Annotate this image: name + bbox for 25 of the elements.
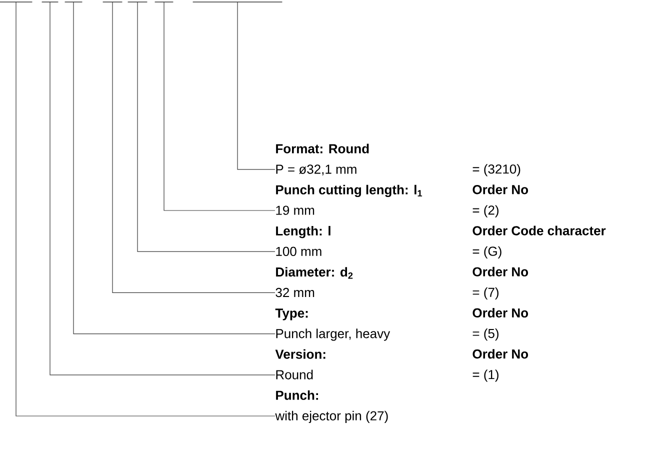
order-code: = (7) bbox=[472, 287, 498, 300]
order-code-heading: Order No bbox=[472, 349, 528, 359]
order-code-heading: Order Code character bbox=[472, 226, 606, 236]
parameter-entry: Format: Round P = ø32,1 mm bbox=[276, 144, 369, 176]
order-code-heading: Order No bbox=[472, 266, 528, 276]
parameter-entry: Diameter: d$_{2}$ 32 mm bbox=[276, 267, 353, 298]
parameter-entry: Version: Round bbox=[275, 349, 326, 380]
order-code: = (3210) bbox=[472, 164, 520, 176]
order-code: = (2) bbox=[472, 205, 498, 218]
parameter-entry: Type: Punch larger, heavy bbox=[275, 308, 390, 341]
parameter-entry: Punch cutting length: l$_{1}$ 19 mm bbox=[276, 184, 422, 215]
leader-line bbox=[16, 2, 276, 416]
parameter-entry: Length: l 100 mm bbox=[276, 226, 330, 256]
order-code: = (1) bbox=[472, 370, 498, 382]
order-code-heading: Order No bbox=[472, 184, 528, 194]
order-code: = (5) bbox=[472, 328, 498, 341]
leader-line bbox=[164, 2, 276, 211]
leader-line bbox=[73, 2, 276, 334]
order-code-heading: Order No bbox=[472, 308, 528, 318]
leader-line bbox=[137, 2, 276, 252]
order-code: = (G) bbox=[472, 246, 502, 258]
leader-line bbox=[50, 2, 276, 376]
leader-line bbox=[112, 2, 276, 293]
leader-line bbox=[237, 2, 276, 170]
parameter-entry: Punch: with ejector pin (27) bbox=[275, 390, 388, 423]
